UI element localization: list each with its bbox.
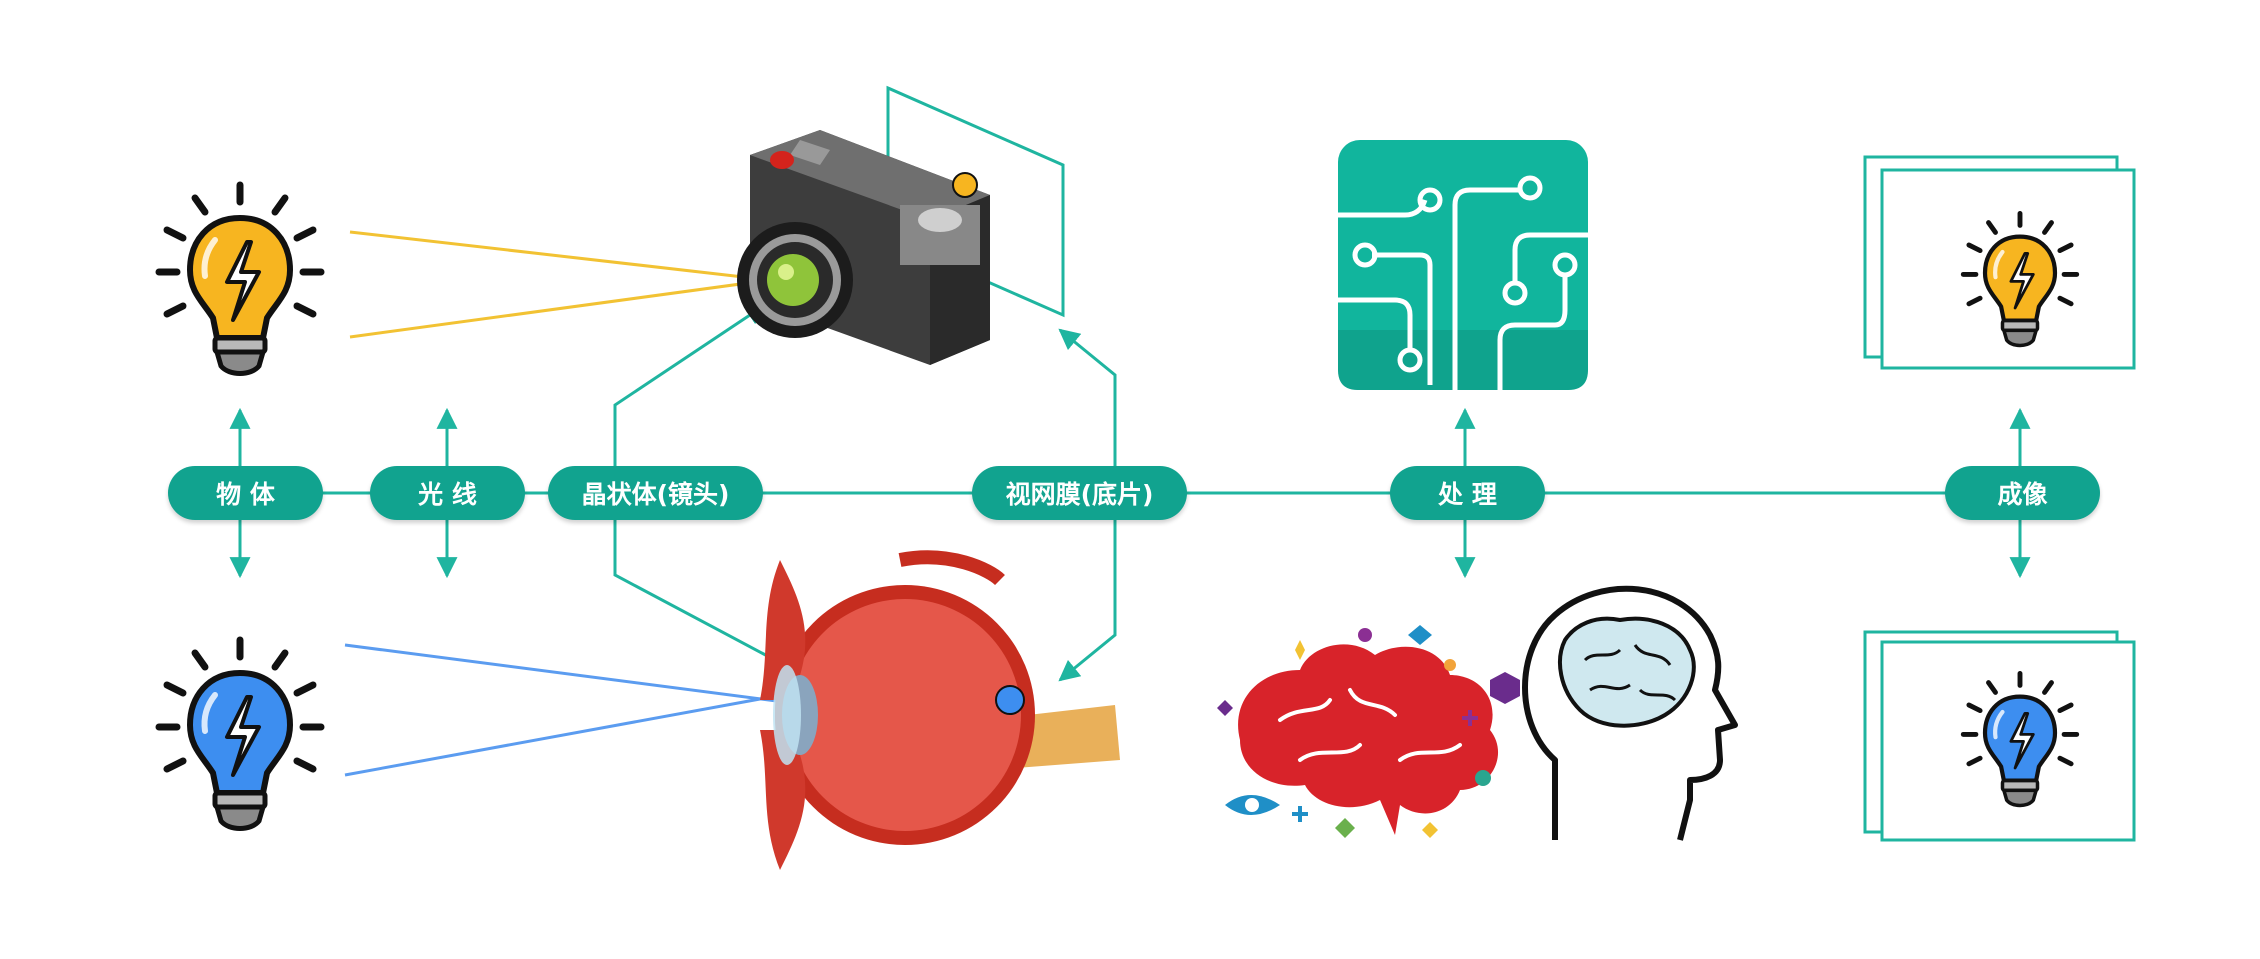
brain-icon — [1217, 625, 1520, 838]
lightbulb-icon — [159, 640, 321, 829]
label-image: 成像 — [1945, 466, 2100, 520]
eye-icon — [1225, 795, 1280, 815]
label-process: 处 理 — [1390, 466, 1545, 520]
branch-arrows — [229, 407, 2031, 579]
label-retina: 视网膜(底片) — [972, 466, 1187, 520]
eye-anatomy-icon — [760, 550, 1120, 870]
camera-icon — [737, 85, 1065, 365]
circuit-board-icon — [1338, 140, 1588, 390]
label-object: 物 体 — [168, 466, 323, 520]
connector-arrows — [613, 303, 1117, 682]
head-brain-icon — [1522, 585, 1738, 841]
lightbulb-icon — [159, 185, 321, 374]
label-lens: 晶状体(镜头) — [548, 466, 763, 520]
label-light: 光 线 — [370, 466, 525, 520]
